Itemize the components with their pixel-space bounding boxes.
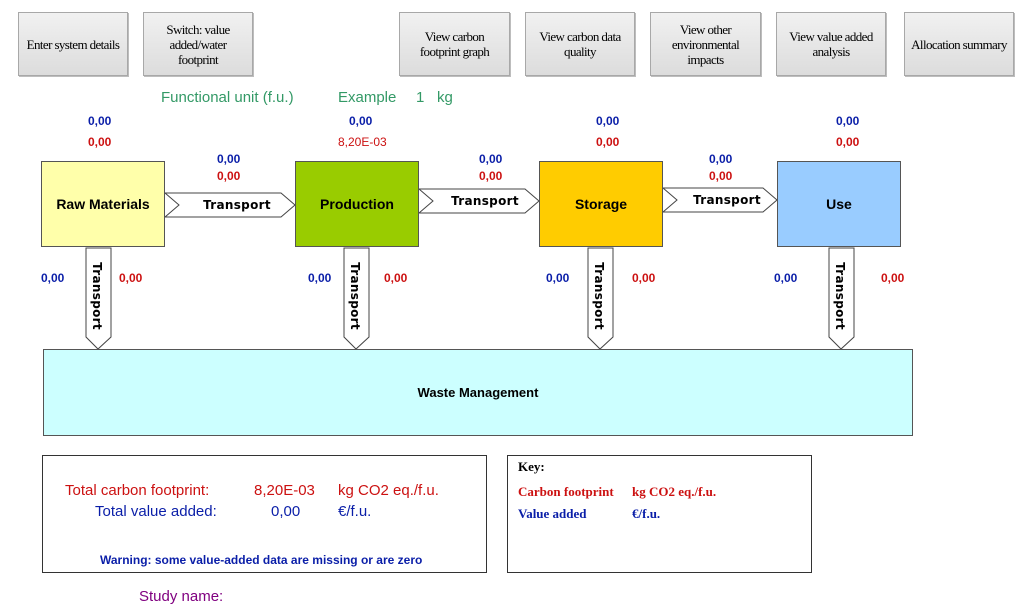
waste-transport-4-value-added: 0,00 [774,271,798,285]
transport-arrow-1-label: Transport [203,198,271,212]
waste-management-stage[interactable]: Waste Management [43,349,913,436]
transport-2-carbon: 0,00 [479,169,503,183]
functional-unit-unit: kg [437,89,453,106]
functional-unit-quantity: 1 [416,89,425,106]
transport-arrow-2-label: Transport [451,194,519,208]
total-value-added-value: 0,00 [271,503,301,520]
allocation-summary-button[interactable]: Allocation summary [904,12,1014,76]
waste-transport-3-carbon: 0,00 [632,271,656,285]
study-name-label: Study name: [139,588,224,605]
total-value-added-unit: €/f.u. [338,503,372,520]
production-stage[interactable]: Production [295,161,419,247]
transport-1-carbon: 0,00 [217,169,241,183]
key-value-added-label: Value added [518,506,587,521]
key-value-added-unit: €/f.u. [632,506,661,521]
waste-transport-arrow-4-label: Transport [833,262,847,330]
total-carbon-label: Total carbon footprint: [65,482,210,499]
value-added-warning: Warning: some value-added data are missi… [100,553,423,567]
waste-transport-1-carbon: 0,00 [119,271,143,285]
waste-transport-arrow-3[interactable]: Transport [587,247,614,350]
waste-transport-3-value-added: 0,00 [546,271,570,285]
totals-panel: Total carbon footprint: 8,20E-03 kg CO2 … [42,455,487,573]
waste-transport-1-value-added: 0,00 [41,271,65,285]
use-carbon: 0,00 [836,135,860,149]
storage-value-added: 0,00 [596,114,620,128]
total-carbon-value: 8,20E-03 [254,482,315,499]
storage-stage[interactable]: Storage [539,161,663,247]
transport-3-carbon: 0,00 [709,169,733,183]
raw-materials-value-added: 0,00 [88,114,112,128]
waste-transport-4-carbon: 0,00 [881,271,905,285]
key-title: Key: [518,459,545,474]
view-other-impacts-button[interactable]: View other environmental impacts [650,12,761,76]
transport-1-value-added: 0,00 [217,152,241,166]
transport-3-value-added: 0,00 [709,152,733,166]
view-carbon-graph-button[interactable]: View carbon footprint graph [399,12,510,76]
transport-arrow-1[interactable]: Transport [163,192,296,218]
waste-transport-arrow-2[interactable]: Transport [343,247,370,350]
raw-materials-stage[interactable]: Raw Materials [41,161,165,247]
switch-footprint-button[interactable]: Switch: value added/water footprint [143,12,253,76]
transport-arrow-3-label: Transport [693,193,761,207]
waste-transport-arrow-1[interactable]: Transport [85,247,112,350]
waste-transport-arrow-1-label: Transport [90,262,104,330]
waste-transport-arrow-4[interactable]: Transport [828,247,855,350]
production-value-added: 0,00 [349,114,373,128]
functional-unit-name: Example [338,89,397,106]
waste-transport-2-carbon: 0,00 [384,271,408,285]
transport-arrow-2[interactable]: Transport [417,188,540,214]
total-value-added-label: Total value added: [95,503,217,520]
key-panel: Key: Carbon footprint kg CO2 eq./f.u. Va… [507,455,812,573]
use-stage[interactable]: Use [777,161,901,247]
view-carbon-data-quality-button[interactable]: View carbon data quality [525,12,635,76]
key-carbon-label: Carbon footprint [518,484,614,499]
key-carbon-unit: kg CO2 eq./f.u. [632,484,717,499]
raw-materials-carbon: 0,00 [88,135,112,149]
total-carbon-unit: kg CO2 eq./f.u. [338,482,439,499]
view-value-added-button[interactable]: View value added analysis [776,12,886,76]
waste-transport-2-value-added: 0,00 [308,271,332,285]
production-carbon: 8,20E-03 [338,135,387,149]
waste-transport-arrow-3-label: Transport [592,262,606,330]
storage-carbon: 0,00 [596,135,620,149]
transport-2-value-added: 0,00 [479,152,503,166]
use-value-added: 0,00 [836,114,860,128]
enter-system-details-button[interactable]: Enter system details [18,12,128,76]
transport-arrow-3[interactable]: Transport [661,187,778,213]
functional-unit-label: Functional unit (f.u.) [161,89,294,106]
waste-transport-arrow-2-label: Transport [348,262,362,330]
